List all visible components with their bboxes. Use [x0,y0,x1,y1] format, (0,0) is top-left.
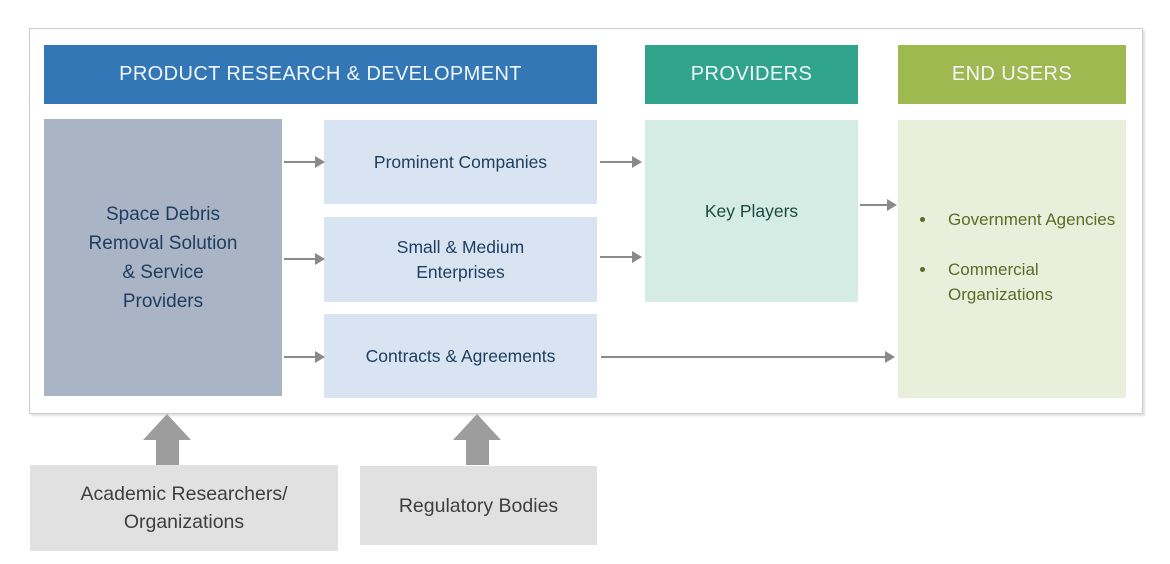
arrow-source-to-sme-icon [284,253,325,265]
up-arrow-regulatory-icon [453,414,501,465]
header-end-users: END USERS [898,45,1126,104]
end-user-item-label: Government Agencies [948,210,1116,229]
arrow-sme-to-key-players-icon [600,251,642,263]
box-small-medium-enterprises: Small & Medium Enterprises [324,217,597,302]
arrow-source-to-contracts-icon [284,351,325,363]
end-users-bullet-list: Government Agencies Commercial Organizat… [898,182,1126,336]
header-product-research-development: PRODUCT RESEARCH & DEVELOPMENT [44,45,597,104]
box-academic-researchers: Academic Researchers/ Organizations [30,465,338,551]
arrow-source-to-prominent-icon [284,156,325,168]
box-key-players: Key Players [645,120,858,302]
header-providers: PROVIDERS [645,45,858,104]
list-item: Commercial Organizations [918,257,1116,307]
arrow-prominent-to-key-players-icon [600,156,642,168]
end-user-item-label: Commercial Organizations [948,260,1053,304]
bullet-dot-icon [920,217,925,222]
arrow-key-players-to-end-users-icon [860,199,897,211]
box-end-users-list: Government Agencies Commercial Organizat… [898,120,1126,398]
box-regulatory-bodies: Regulatory Bodies [360,466,597,545]
box-space-debris-providers: Space Debris Removal Solution & Service … [44,119,282,396]
up-arrow-academic-icon [143,414,191,465]
arrow-contracts-to-end-users-icon [601,351,895,363]
box-contracts-agreements: Contracts & Agreements [324,314,597,398]
list-item: Government Agencies [918,207,1116,232]
bullet-dot-icon [920,267,925,272]
box-prominent-companies: Prominent Companies [324,120,597,204]
